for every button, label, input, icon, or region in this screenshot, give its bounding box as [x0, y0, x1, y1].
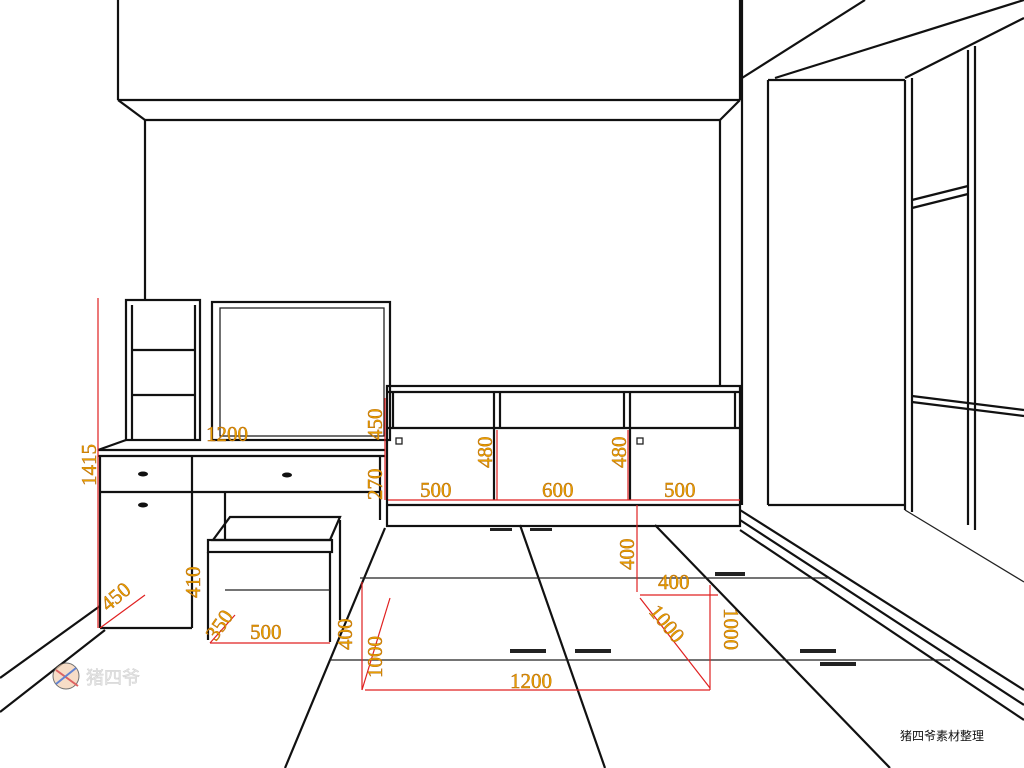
- label-cabinet-width-middle: 600: [542, 478, 574, 502]
- label-stool-height: 410: [181, 567, 205, 599]
- right-wall: [740, 0, 1024, 530]
- ceiling-soffit: [116, 0, 742, 122]
- label-clearance-right-vert: 400: [615, 539, 639, 571]
- watermark-logo-text: 猪四爷: [86, 668, 140, 689]
- label-cabinet-width-right: 500: [664, 478, 696, 502]
- label-desk-width: 1200: [206, 422, 248, 446]
- label-clearance-right-diag-b: 1000: [719, 608, 743, 650]
- label-stool-width: 500: [250, 620, 282, 644]
- label-cabinet-height-2: 480: [607, 437, 631, 469]
- label-floor-width: 1200: [510, 669, 552, 693]
- label-cabinet-height-1: 480: [473, 437, 497, 469]
- wall-cabinets: [385, 384, 742, 528]
- label-lower-gap: 270: [363, 469, 387, 501]
- watermark-logo: 猪四爷: [52, 662, 140, 690]
- label-desk-depth: 450: [96, 577, 136, 616]
- label-clearance-left-diag: 1000: [363, 636, 387, 678]
- watermark-caption: 猪四爷素材整理: [900, 729, 985, 743]
- dimension-lines: [97, 298, 740, 691]
- label-desk-height: 1415: [77, 444, 101, 486]
- label-stool-depth: 350: [200, 605, 238, 645]
- dimension-labels: 1415 1200 450 270 480 480 500 600 500 45…: [77, 408, 743, 693]
- dressing-desk: [97, 298, 392, 642]
- back-wall: [143, 120, 722, 386]
- floor-lines: [0, 509, 1024, 768]
- label-clearance-right-horiz: 400: [658, 570, 690, 594]
- label-upper-height: 450: [363, 409, 387, 441]
- label-clearance-left: 400: [333, 619, 357, 651]
- label-cabinet-width-left: 500: [420, 478, 452, 502]
- label-clearance-right-diag-a: 1000: [644, 600, 689, 648]
